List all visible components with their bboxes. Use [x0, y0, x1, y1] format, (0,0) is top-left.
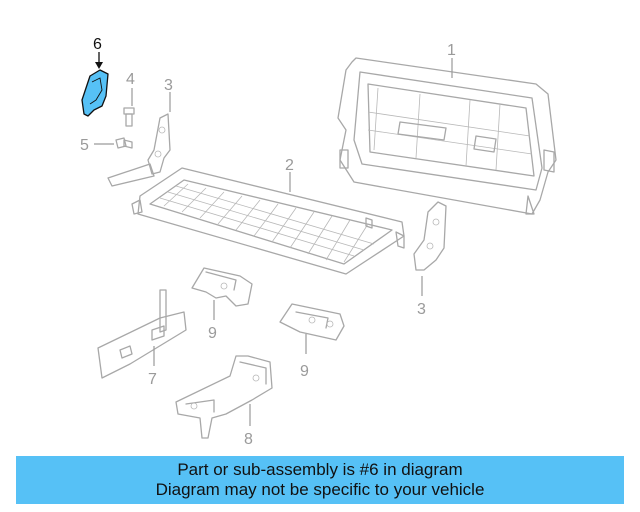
- hinge-cover-part-6-highlighted[interactable]: [81, 69, 109, 117]
- banner-line-2: Diagram may not be specific to your vehi…: [155, 480, 485, 499]
- seat-bracket-part-7: [97, 289, 187, 379]
- callout-3b: 3: [417, 301, 426, 318]
- hinge-bracket-right-part-3: [413, 201, 447, 271]
- callout-3a: 3: [164, 77, 173, 94]
- info-banner: Part or sub-assembly is #6 in diagram Di…: [16, 456, 624, 504]
- bolt-part-4: [123, 107, 135, 127]
- callout-9a: 9: [208, 325, 217, 342]
- callout-8: 8: [244, 431, 253, 448]
- callout-6: 6: [93, 36, 102, 53]
- callout-9b: 9: [300, 363, 309, 380]
- callout-1: 1: [447, 42, 456, 59]
- banner-line-1: Part or sub-assembly is #6 in diagram: [177, 460, 463, 479]
- bolt-part-5: [115, 137, 133, 149]
- bracket-left-part-9: [191, 267, 253, 307]
- callout-7: 7: [148, 371, 157, 388]
- callout-2: 2: [285, 157, 294, 174]
- hinge-bracket-left-part-3: [107, 113, 171, 187]
- seat-cushion-frame-part-2: [131, 167, 405, 275]
- callout-5: 5: [80, 137, 89, 154]
- callout-6-arrowhead: [95, 62, 103, 69]
- bracket-right-part-9: [279, 303, 345, 341]
- seat-back-frame-part-1: [337, 57, 557, 215]
- floor-mount-part-8: [175, 355, 273, 439]
- callout-4: 4: [126, 71, 135, 88]
